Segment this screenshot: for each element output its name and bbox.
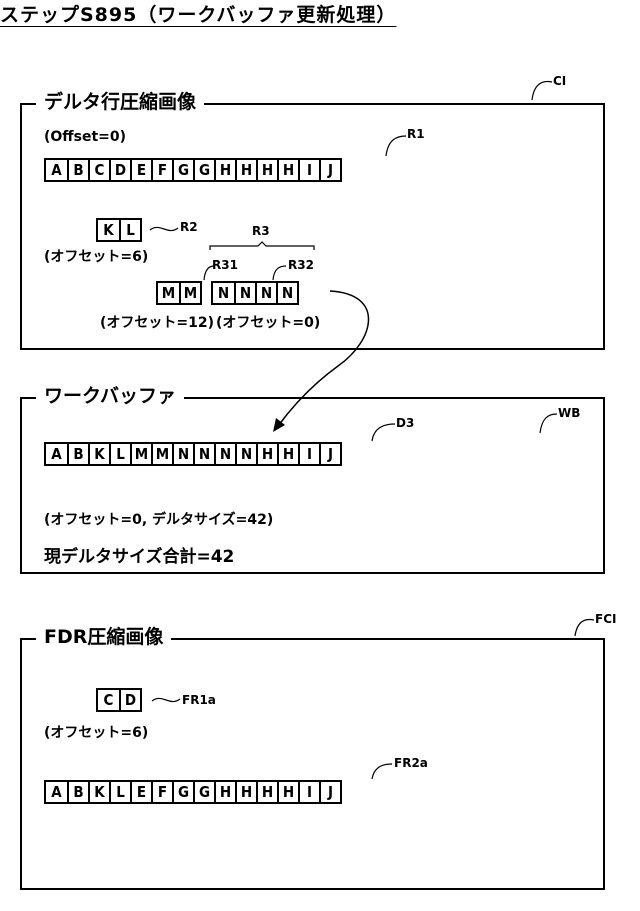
data-cell: H [256, 160, 277, 180]
data-cell: N [213, 283, 234, 303]
data-cell: A [46, 160, 67, 180]
r1-ref-label: R1 [407, 127, 425, 141]
data-cell: I [298, 782, 319, 802]
data-cell: N [235, 444, 256, 464]
data-cell: B [67, 160, 88, 180]
data-cell: K [98, 220, 119, 240]
data-cell: L [109, 444, 130, 464]
r1-row: ABCDEFGGHHHHIJ [44, 158, 342, 182]
data-cell: E [130, 160, 151, 180]
data-cell: F [151, 160, 172, 180]
data-cell: C [98, 690, 119, 710]
data-cell: N [214, 444, 235, 464]
data-cell: H [214, 160, 235, 180]
data-cell: F [151, 782, 172, 802]
data-cell: M [158, 283, 179, 303]
fci-ref-label: FCI [595, 612, 616, 626]
fr1a-ref-label: FR1a [182, 693, 216, 707]
data-cell: H [256, 782, 277, 802]
wb-total-label: 現デルタサイズ合計=42 [44, 542, 234, 567]
ci-ref-label: CI [553, 74, 566, 88]
fr1a-offset-label: (オフセット=6) [44, 722, 148, 742]
r32-ref-label: R32 [288, 258, 314, 272]
data-cell: J [319, 782, 340, 802]
data-cell: C [88, 160, 109, 180]
fr2a-ref-label: FR2a [394, 756, 428, 770]
data-cell: M [151, 444, 172, 464]
fci-ref-leader [575, 620, 594, 636]
data-cell: J [319, 160, 340, 180]
ci-ref-leader [532, 82, 552, 100]
data-cell: B [67, 444, 88, 464]
data-cell: H [235, 160, 256, 180]
wb-ref-label: WB [558, 406, 580, 420]
data-cell: H [277, 444, 298, 464]
delta-compressed-image-title: デルタ行圧縮画像 [36, 90, 204, 114]
data-cell: G [172, 782, 193, 802]
data-cell: D [109, 160, 130, 180]
data-cell: N [193, 444, 214, 464]
data-cell: H [214, 782, 235, 802]
ci-offset-label: (Offset=0) [44, 129, 126, 145]
fdr-compressed-image-panel [20, 638, 605, 890]
data-cell: J [319, 444, 340, 464]
data-cell: K [88, 782, 109, 802]
fdr-compressed-image-title: FDR圧縮画像 [36, 625, 171, 649]
fr2a-row: ABKLEFGGHHHHIJ [44, 780, 342, 804]
d3-ref-label: D3 [396, 416, 414, 430]
r3-ref-label: R3 [252, 224, 270, 238]
r32-offset-label: (オフセット=0) [216, 312, 320, 332]
d3-row: ABKLMMNNNNHHIJ [44, 442, 342, 466]
data-cell: H [256, 444, 277, 464]
wb-info-label: (オフセット=0, デルタサイズ=42) [44, 509, 273, 529]
r2-offset-label: (オフセット=6) [44, 246, 148, 266]
r2-ref-label: R2 [180, 220, 198, 234]
r31-ref-label: R31 [212, 258, 238, 272]
data-cell: L [109, 782, 130, 802]
data-cell: M [130, 444, 151, 464]
data-cell: A [46, 782, 67, 802]
fr1a-row: CD [96, 688, 142, 712]
r2-row: KL [96, 218, 142, 242]
r32-row: NNNN [211, 281, 299, 305]
data-cell: A [46, 444, 67, 464]
data-cell: I [298, 160, 319, 180]
r31-row: MM [156, 281, 202, 305]
data-cell: N [172, 444, 193, 464]
data-cell: I [298, 444, 319, 464]
data-cell: K [88, 444, 109, 464]
data-cell: G [193, 782, 214, 802]
data-cell: L [119, 220, 140, 240]
data-cell: G [172, 160, 193, 180]
data-cell: H [277, 782, 298, 802]
data-cell: G [193, 160, 214, 180]
data-cell: N [234, 283, 255, 303]
r31-offset-label: (オフセット=12) [100, 312, 214, 332]
data-cell: M [179, 283, 200, 303]
data-cell: B [67, 782, 88, 802]
data-cell: D [119, 690, 140, 710]
data-cell: N [255, 283, 276, 303]
data-cell: E [130, 782, 151, 802]
data-cell: H [277, 160, 298, 180]
work-buffer-title: ワークバッファ [36, 384, 184, 408]
data-cell: N [276, 283, 297, 303]
page-title: ステップS895（ワークバッファ更新処理） [0, 0, 640, 27]
data-cell: H [235, 782, 256, 802]
